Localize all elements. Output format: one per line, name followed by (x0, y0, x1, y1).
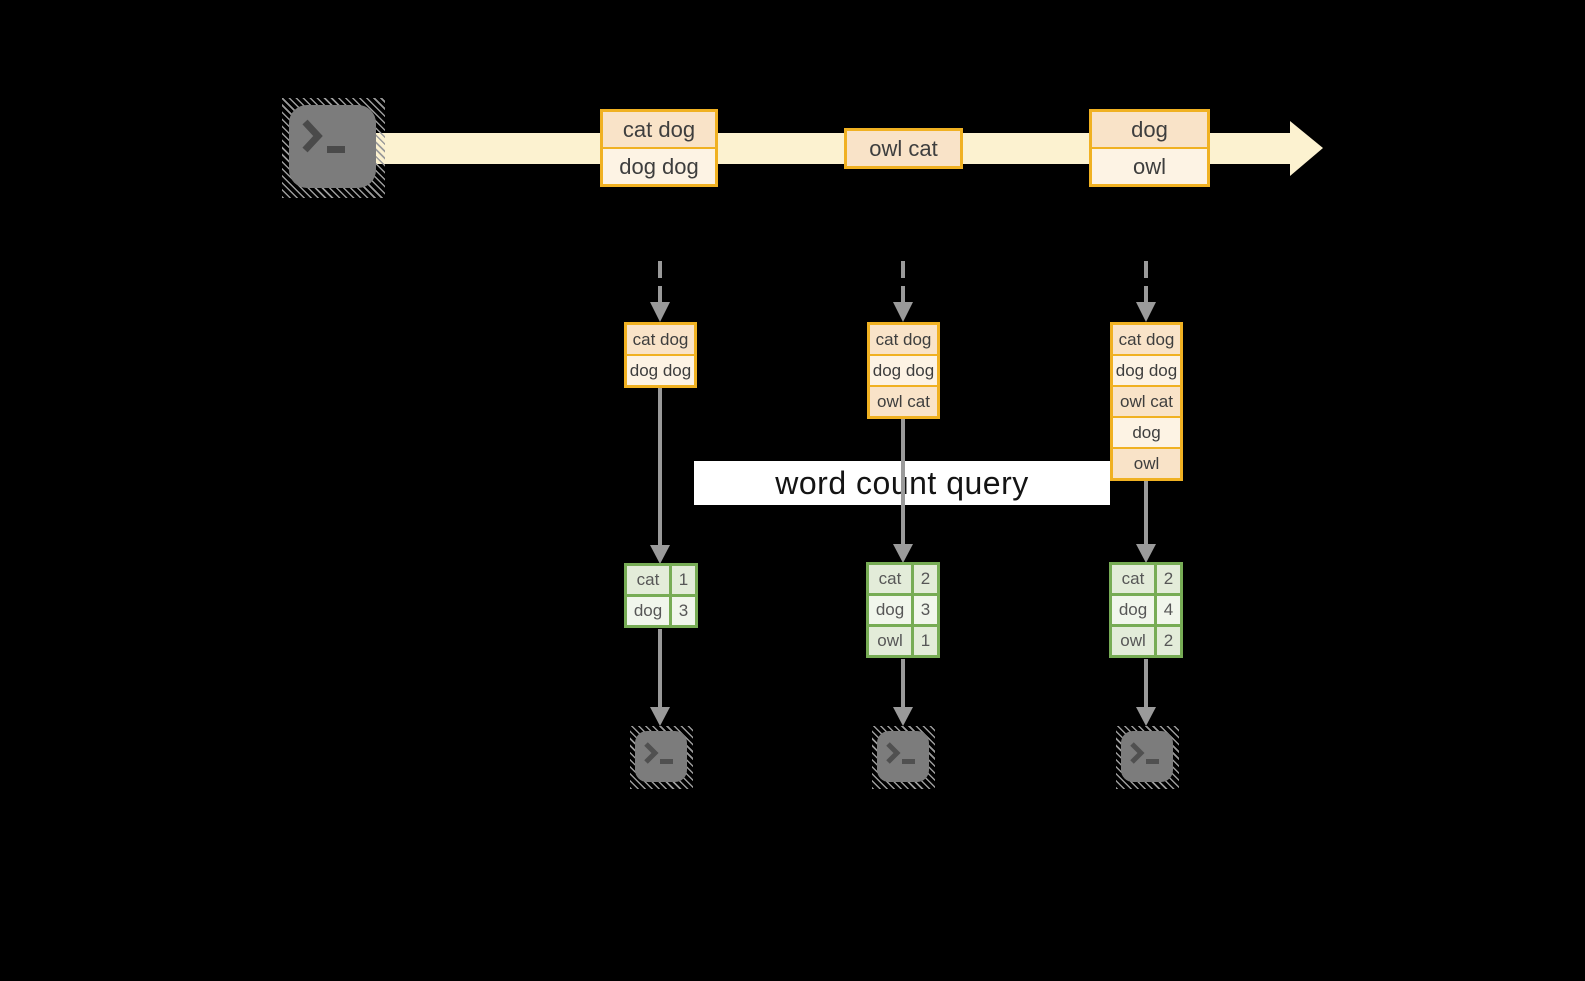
input-row: cat dog (627, 325, 694, 354)
source-terminal-icon (282, 98, 385, 198)
count-table-2: cat 2 dog 3 owl 1 (866, 562, 940, 658)
micro-batch-table-2: cat dog dog dog owl cat (867, 322, 940, 419)
sink-arrow-1 (650, 629, 670, 726)
count-word-cell: cat (1112, 565, 1154, 593)
prompt-icon (644, 742, 673, 764)
input-row: dog dog (1113, 356, 1180, 385)
input-row: dog dog (870, 356, 937, 385)
stream-record: dog (1092, 112, 1207, 147)
input-row: dog (1113, 418, 1180, 447)
count-word-cell: dog (627, 597, 669, 625)
batch-arrows (650, 261, 1156, 322)
count-value-cell: 1 (914, 627, 937, 655)
count-value-cell: 2 (1157, 565, 1180, 593)
query-arrow-2 (893, 417, 913, 563)
micro-batch-table-3: cat dog dog dog owl cat dog owl (1110, 322, 1183, 481)
count-value-cell: 3 (672, 597, 695, 625)
batch-arrow-3 (1136, 261, 1156, 322)
prompt-icon (886, 742, 915, 764)
input-row: cat dog (1113, 325, 1180, 354)
count-value-cell: 2 (1157, 627, 1180, 655)
sink-arrows (650, 629, 1156, 726)
stream-batch-box-2: owl cat (844, 128, 963, 169)
input-row: owl cat (1113, 387, 1180, 416)
count-word-cell: dog (1112, 596, 1154, 624)
count-table-3: cat 2 dog 4 owl 2 (1109, 562, 1183, 658)
input-row: dog dog (627, 356, 694, 385)
count-word-cell: cat (627, 566, 669, 594)
prompt-icon (302, 119, 345, 153)
stream-batch-box-3: dog owl (1089, 109, 1210, 187)
input-row: owl (1113, 449, 1180, 478)
terminal-screen (635, 731, 687, 782)
stream-record: dog dog (603, 149, 715, 184)
count-value-cell: 1 (672, 566, 695, 594)
count-word-cell: cat (869, 565, 911, 593)
sink-terminal-icon-3 (1116, 726, 1179, 789)
query-arrow-1 (650, 387, 670, 564)
count-value-cell: 3 (914, 596, 937, 624)
batch-arrow-2 (893, 261, 913, 322)
count-word-cell: dog (869, 596, 911, 624)
count-value-cell: 2 (914, 565, 937, 593)
sink-terminal-icon-1 (630, 726, 693, 789)
terminal-screen (877, 731, 929, 782)
stream-record: cat dog (603, 112, 715, 147)
count-table-1: cat 1 dog 3 (624, 563, 698, 628)
count-word-cell: owl (869, 627, 911, 655)
sink-arrow-2 (893, 659, 913, 726)
input-row: cat dog (870, 325, 937, 354)
stream-record: owl cat (847, 131, 960, 166)
stream-record: owl (1092, 149, 1207, 184)
terminal-screen (289, 105, 376, 188)
count-value-cell: 4 (1157, 596, 1180, 624)
prompt-icon (1130, 742, 1159, 764)
sink-terminal-icon-2 (872, 726, 935, 789)
query-arrows (650, 387, 1156, 564)
input-row: owl cat (870, 387, 937, 416)
micro-batch-table-1: cat dog dog dog (624, 322, 697, 388)
batch-arrow-1 (650, 261, 670, 322)
terminal-screen (1121, 731, 1173, 782)
count-word-cell: owl (1112, 627, 1154, 655)
query-arrow-3 (1136, 479, 1156, 563)
stream-batch-box-1: cat dog dog dog (600, 109, 718, 187)
sink-arrow-3 (1136, 659, 1156, 726)
